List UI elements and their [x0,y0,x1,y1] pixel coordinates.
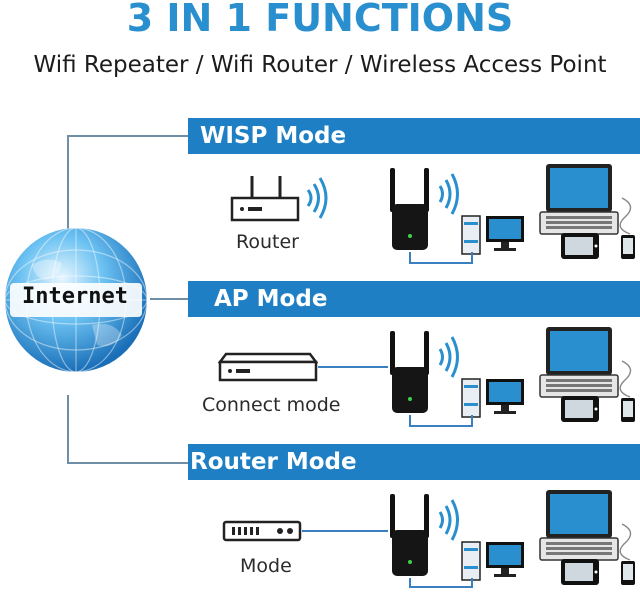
switch-icon [218,352,318,384]
modem-icon [222,520,302,542]
connector-line [67,395,69,463]
desktop-computer-icon [458,538,528,584]
earphone-cable-icon [610,359,640,399]
repeater-icon [382,164,472,254]
connector-line [67,135,69,230]
mode-title: Router Mode [190,449,357,475]
connector-line [150,298,190,300]
laptop-icon [538,162,620,238]
tablet-icon [560,558,600,586]
device-label: Router [236,231,299,253]
network-cable [318,366,388,368]
phone-icon [620,397,636,423]
network-cable [409,262,473,264]
network-cable [409,425,473,427]
page-subtitle: Wifi Repeater / Wifi Router / Wireless A… [33,52,607,78]
earphone-cable-icon [610,196,640,236]
globe-icon [2,225,150,375]
device-label: Mode [240,555,292,577]
laptop-icon [538,488,620,564]
repeater-icon [382,490,472,580]
network-cable [471,415,473,427]
laptop-icon [538,325,620,401]
page-title: 3 IN 1 FUNCTIONS [126,0,514,40]
network-cable [302,530,388,532]
mode-bar-router: Router Mode [188,444,640,480]
mode-title: AP Mode [214,286,328,312]
wifi-router-icon [228,172,332,224]
phone-icon [620,560,636,586]
mode-bar-wisp: WISP Mode [188,118,640,154]
mode-title: WISP Mode [200,123,347,149]
desktop-computer-icon [458,212,528,258]
earphone-cable-icon [610,522,640,562]
repeater-icon [382,327,472,417]
network-cable [409,415,411,427]
phone-icon [620,234,636,260]
tablet-icon [560,395,600,423]
network-cable [471,578,473,588]
network-cable [471,252,473,264]
device-label: Connect mode [202,394,341,416]
network-cable [409,578,411,588]
connector-line [67,462,189,464]
desktop-computer-icon [458,375,528,421]
mode-bar-ap: AP Mode [188,281,640,317]
network-cable [409,252,411,264]
internet-label: Internet [22,284,128,309]
tablet-icon [560,232,600,260]
connector-line [67,135,189,137]
network-cable [409,586,473,588]
